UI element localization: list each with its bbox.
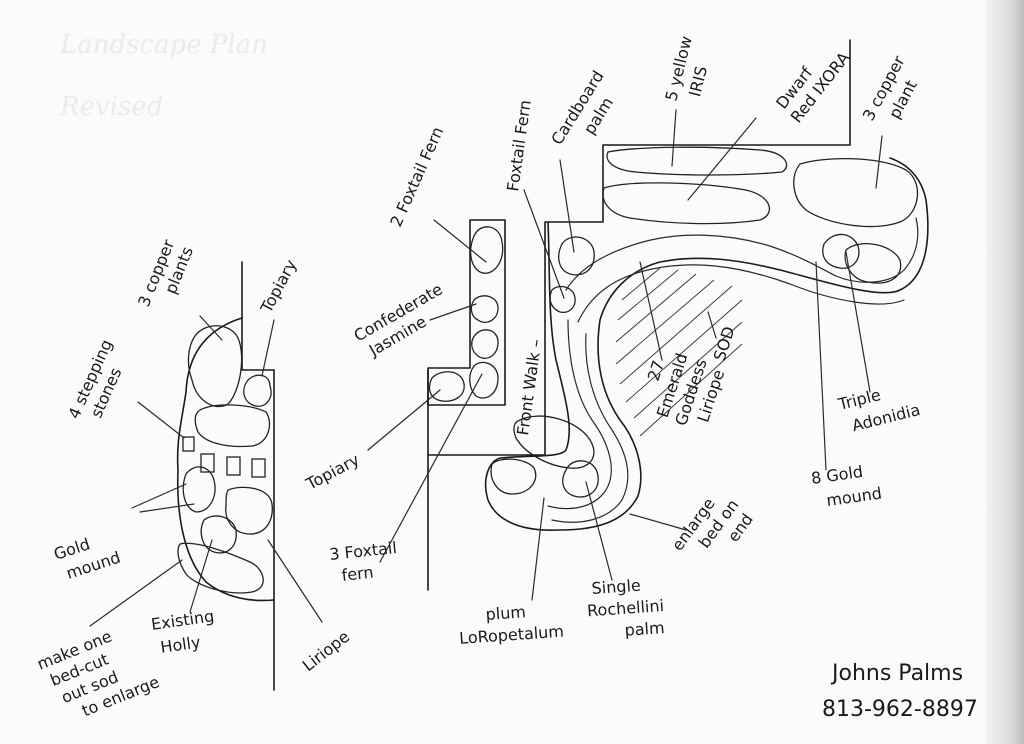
company-phone: 813-962-8897: [822, 697, 978, 722]
label-make-one-bed: make one bed-cut out sod to enlarge: [34, 617, 162, 730]
copper-plant-shrub-right: [793, 157, 919, 228]
label-stepping-stones: 4 stepping stones: [64, 332, 136, 430]
stepping-stone-2: [226, 456, 241, 476]
label-topiary-left: Topiary: [256, 256, 300, 316]
middle-bed: [427, 39, 929, 591]
topiary-shrub-mid: [428, 371, 465, 402]
label-enlarge-bed: enlarge bed on end: [668, 480, 762, 578]
label-existing-holly: Existing Holly: [150, 606, 224, 658]
label-triple-adonidia: Triple Adonidia: [835, 377, 922, 438]
faded-subtitle: Revised: [60, 92, 164, 122]
signature-block: Johns Palms 813-962-8897: [822, 661, 978, 722]
foxtail-fern-walk-shrub: [549, 285, 576, 313]
stepping-stone-4: [182, 436, 195, 452]
liriope-shrub: [225, 486, 273, 535]
scan-shadow-edge: [986, 0, 1024, 744]
inner-walk-band: [547, 319, 612, 510]
outer-walk-band: [551, 333, 629, 523]
gold-mound-row: [194, 404, 271, 448]
left-house-wall: [241, 261, 275, 691]
label-gold-mound-right: 8 Gold mound: [810, 460, 883, 512]
loropetalum-shrub: [513, 415, 595, 469]
label-foxtail-fern-2: 2 Foxtail Fern: [386, 124, 447, 230]
adonidia-shrub: [822, 233, 860, 269]
jasmine-shrub-1: [470, 295, 499, 323]
gold-mound-shrub-b: [177, 542, 264, 594]
stepping-stone-1: [200, 453, 215, 473]
outer-liriope-band: [577, 264, 905, 323]
gold-mound-shrub-right: [844, 243, 902, 284]
label-foxtail-fern-walk: Foxtail Fern: [503, 99, 535, 193]
stepping-stone-3: [251, 458, 266, 478]
left-bed: [176, 261, 275, 691]
label-liriope-left: Liriope: [299, 627, 353, 675]
label-copper-plants-left: 3 copper plants: [134, 232, 199, 317]
label-gold-mound-left: Gold mound: [51, 527, 122, 585]
foxtail-fern-shrub-2: [469, 361, 499, 399]
gold-mound-shrub-a: [182, 466, 216, 513]
label-plum-loropetalum: plum LoRopetalum: [457, 600, 564, 648]
company-name: Johns Palms: [830, 661, 963, 686]
planter-box: [427, 219, 506, 406]
label-copper-plant-right: 3 copper plant: [859, 48, 931, 134]
faded-header: Landscape Plan Revised: [40, 20, 300, 150]
topiary-shrub-left: [243, 374, 272, 407]
label-rochellini-palm: Single Rochellini palm: [585, 574, 671, 643]
copper-plant-shrub: [187, 325, 243, 408]
left-bed-shrubs: [177, 325, 273, 594]
label-foxtail-fern-3: 3 Foxtail fern: [328, 537, 405, 585]
iris-row: [606, 146, 788, 176]
planter-shrubs: [428, 226, 504, 402]
leader-lines: [89, 109, 883, 627]
label-confederate-jasmine: Confederate Jasmine: [351, 277, 461, 363]
cardboard-palm-shrub: [558, 236, 595, 276]
enlarge-bed-shrubs: [490, 458, 537, 495]
faded-title: Landscape Plan: [60, 30, 268, 60]
label-topiary-mid: Topiary: [302, 450, 362, 494]
label-yellow-iris: 5 yellow IRIS: [661, 29, 718, 108]
label-front-walk: Front Walk –: [513, 338, 545, 437]
foxtail-fern-shrub-1: [469, 226, 504, 274]
ixora-row: [602, 182, 771, 225]
middle-wall-outline: [427, 39, 851, 591]
walk-bed-outline: [484, 157, 929, 531]
holly-shrub: [200, 515, 237, 554]
inner-liriope-band: [565, 217, 919, 291]
plant-labels: 3 copper plants Topiary 4 stepping stone…: [34, 29, 931, 730]
label-dwarf-ixora: Dwarf Red IXORA: [771, 36, 854, 126]
walk-bed-shrubs: [490, 146, 919, 498]
jasmine-shrub-2: [471, 329, 499, 359]
sod-hatching: [615, 267, 743, 437]
rochellini-palm-shrub: [562, 460, 599, 498]
